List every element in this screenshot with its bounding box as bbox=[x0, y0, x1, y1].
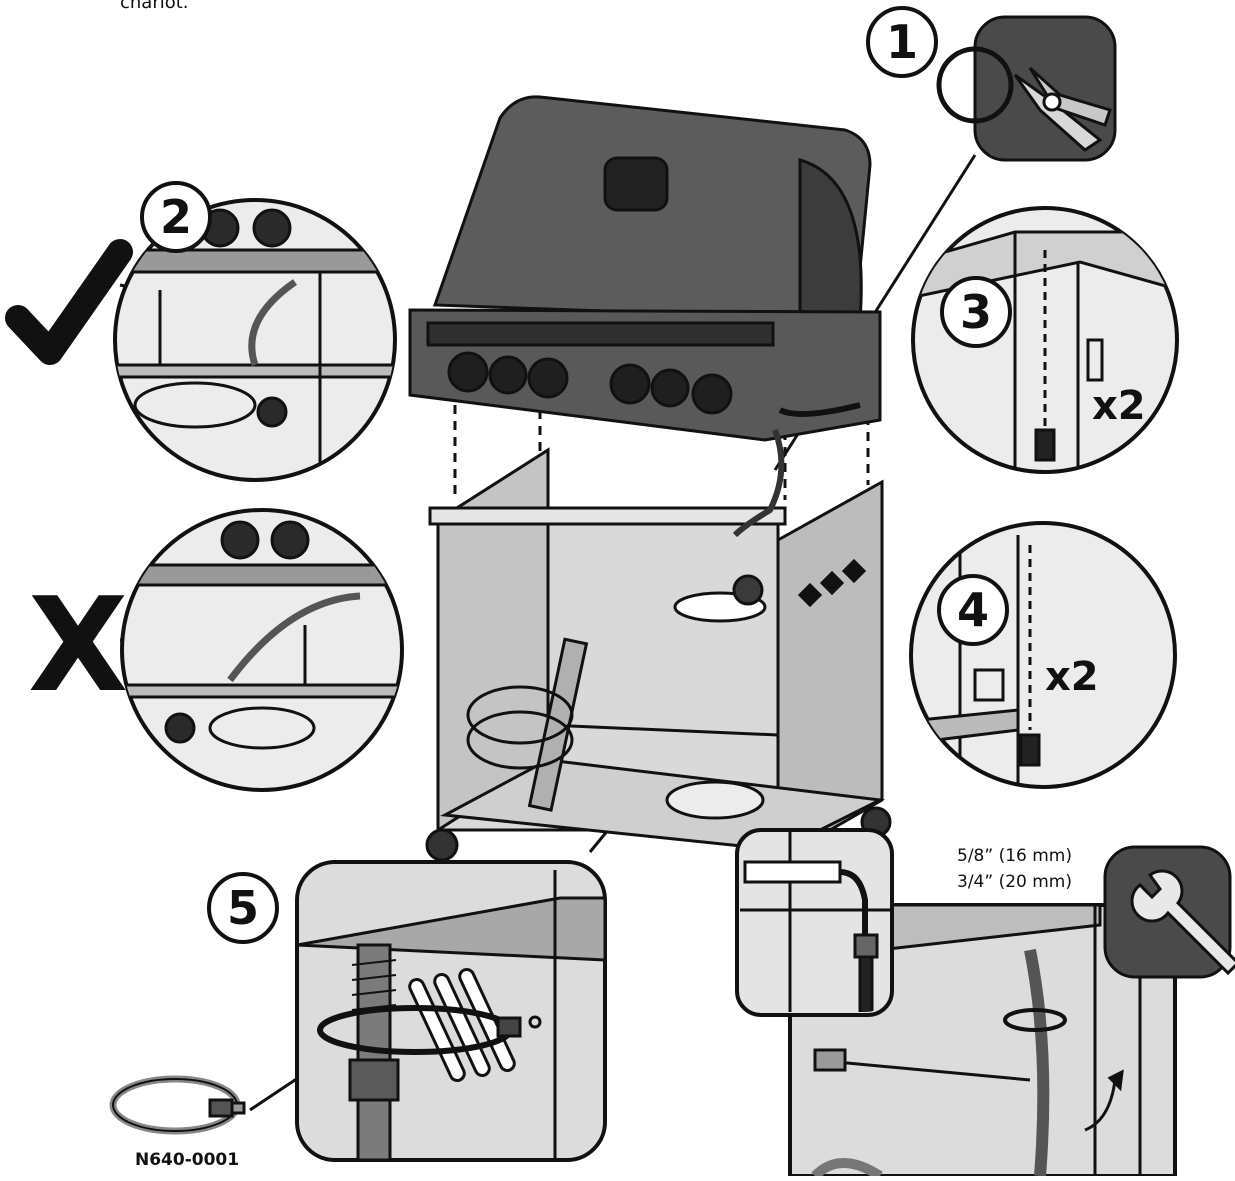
wrench-tile bbox=[1103, 845, 1235, 979]
step-3-quantity: x2 bbox=[1092, 383, 1146, 429]
step-3-number: 3 bbox=[959, 285, 992, 339]
wrench-icon bbox=[1130, 869, 1235, 976]
step-4-quantity: x2 bbox=[1045, 654, 1099, 700]
wire-cutter-icon bbox=[1013, 66, 1112, 152]
wrench-size-2: 3/4” (20 mm) bbox=[957, 872, 1072, 892]
step-circles bbox=[140, 6, 1012, 944]
check-mark-icon bbox=[5, 239, 133, 365]
part-number-label: N640-0001 bbox=[135, 1150, 240, 1170]
detail-side-bolts-lower bbox=[909, 521, 1177, 789]
grill-head bbox=[408, 95, 882, 538]
cross-mark-icon: X bbox=[28, 569, 129, 721]
step-1-number: 1 bbox=[885, 15, 918, 69]
cart-frame bbox=[425, 447, 892, 863]
step-4-number: 4 bbox=[956, 583, 989, 637]
detail-correct-routing bbox=[113, 198, 397, 482]
detail-incorrect-routing bbox=[120, 508, 404, 792]
cable-tie-icon bbox=[109, 1075, 246, 1135]
step-2-number: 2 bbox=[159, 190, 192, 244]
detail-regulator-inset bbox=[735, 828, 894, 1017]
detail-cut-tie-tile bbox=[936, 15, 1117, 162]
wrench-size-1: 5/8” (16 mm) bbox=[957, 846, 1072, 866]
step-5-number: 5 bbox=[226, 881, 259, 935]
detail-cable-tie bbox=[295, 860, 607, 1162]
detail-side-bolts-upper bbox=[911, 206, 1179, 474]
header-fragment: chariot. bbox=[120, 0, 189, 13]
